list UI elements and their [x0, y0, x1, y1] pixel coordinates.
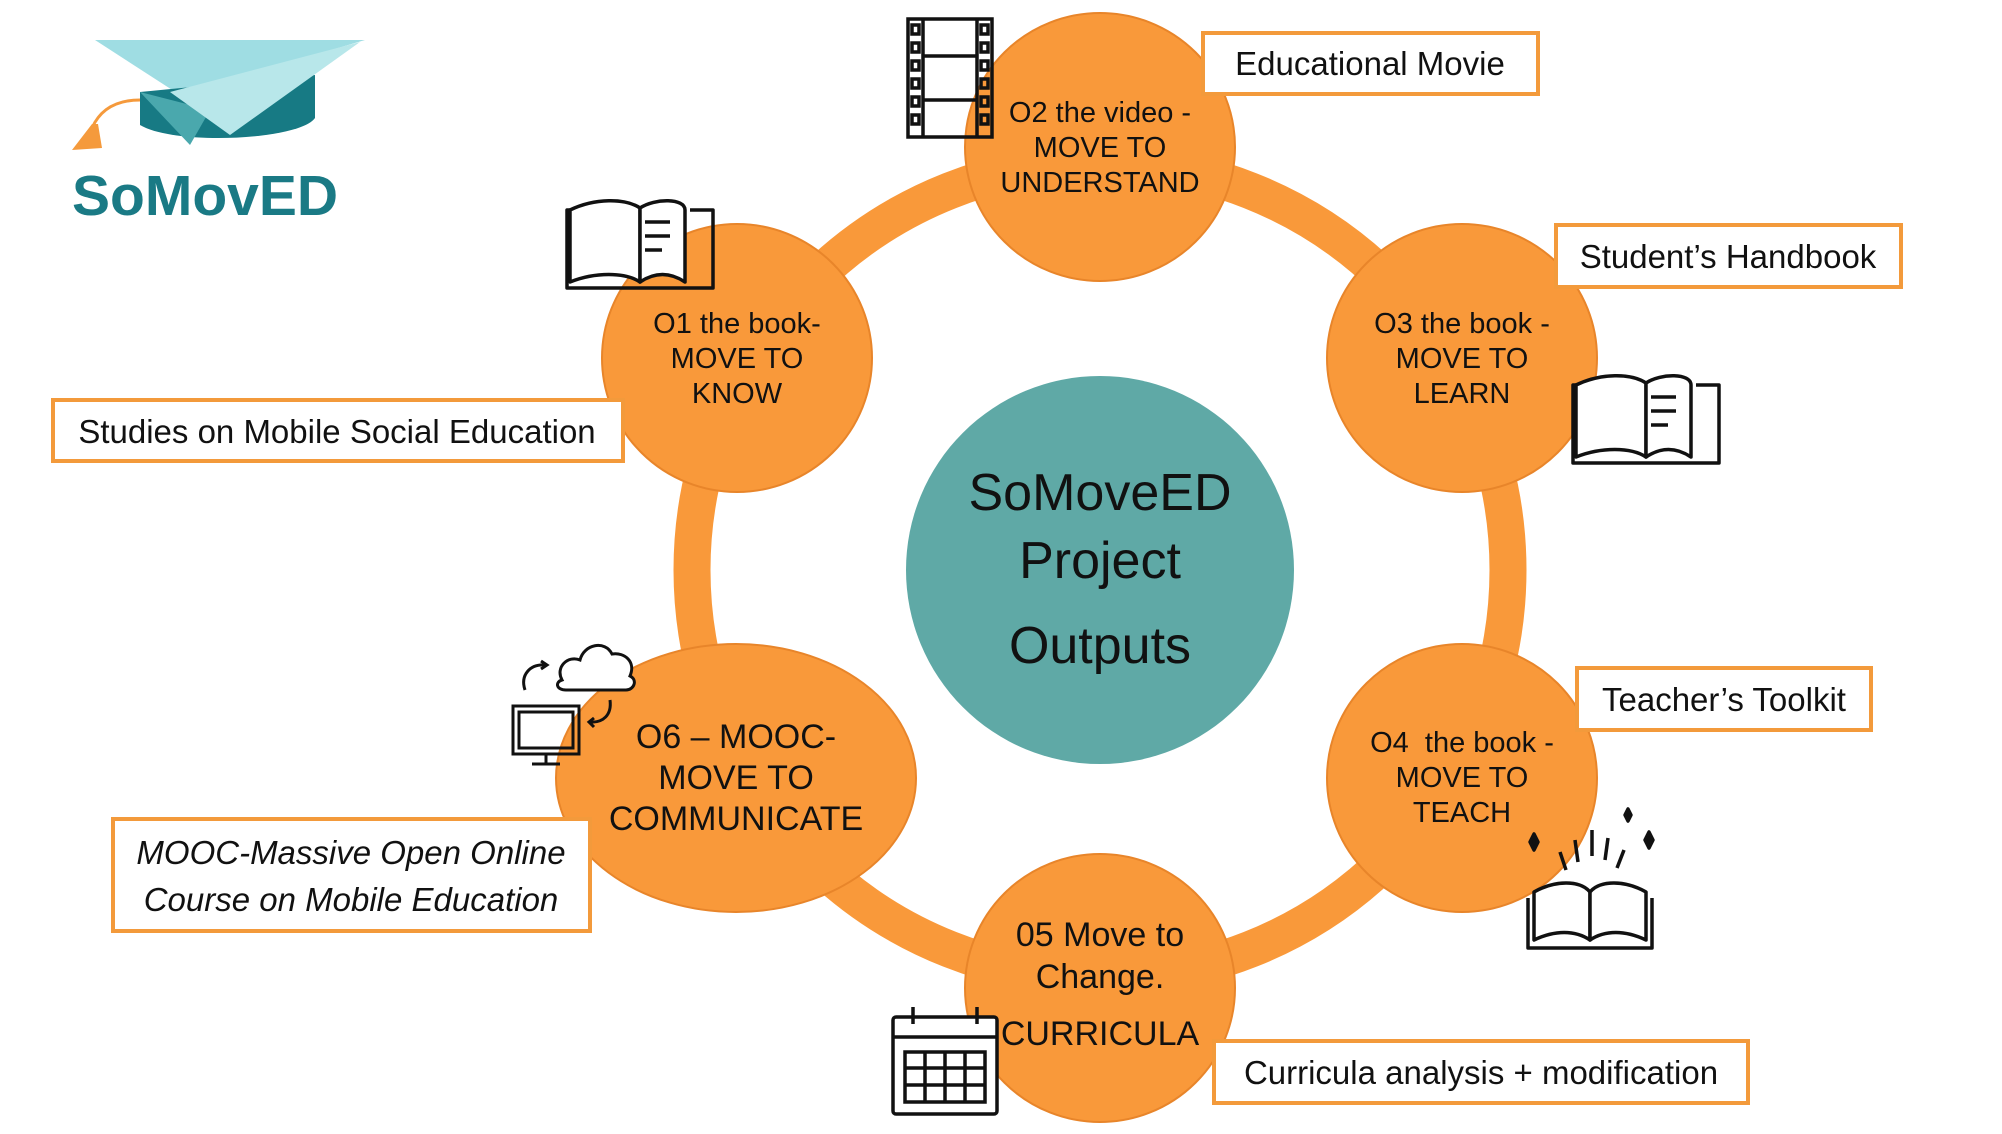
label-box-o5: Curricula analysis + modification — [1212, 1039, 1750, 1105]
output-node-o1: O1 the book- MOVE TO KNOW — [601, 223, 873, 493]
node-o4-line-2: MOVE TO — [1396, 762, 1529, 794]
somoved-logo: SoMovED — [72, 40, 365, 228]
label-box-o2: Educational Movie — [1201, 31, 1540, 96]
node-o3-line-1: O3 the book - — [1374, 308, 1550, 340]
output-node-o4: O4 the book - MOVE TO TEACH — [1326, 643, 1598, 913]
label-box-o3: Student’s Handbook — [1554, 223, 1903, 289]
node-o3-line-2: MOVE TO — [1396, 343, 1529, 375]
label-box-o6: MOOC-Massive Open Online Course on Mobil… — [111, 817, 592, 933]
open-book-icon — [565, 199, 715, 290]
film-strip-icon — [906, 17, 994, 139]
node-o4-line-1: O4 the book - — [1370, 727, 1554, 759]
node-o1-line-1: O1 the book- — [653, 308, 821, 340]
node-o1-line-2: MOVE TO — [671, 343, 804, 375]
node-o6-line-3: COMMUNICATE — [609, 800, 863, 838]
node-o5-line-2: Change. — [1036, 958, 1165, 996]
graduation-cap-plane-icon — [72, 40, 365, 150]
center-title-line-3: Outputs — [1009, 617, 1191, 675]
label-o4-text: Teacher’s Toolkit — [1602, 681, 1846, 718]
label-o6-line-1: MOOC-Massive Open Online — [136, 834, 565, 871]
cloud-computer-icon — [511, 644, 636, 766]
node-o2-line-3: UNDERSTAND — [1000, 167, 1199, 199]
node-o2-line-2: MOVE TO — [1034, 132, 1167, 164]
output-node-o2: O2 the video - MOVE TO UNDERSTAND — [964, 12, 1236, 282]
node-o6-line-2: MOVE TO — [658, 759, 814, 797]
label-o6-line-2: Course on Mobile Education — [144, 881, 559, 918]
label-o1-text: Studies on Mobile Social Education — [78, 413, 595, 450]
svg-text:SoMovED: SoMovED — [72, 164, 338, 228]
node-o2-line-1: O2 the video - — [1009, 97, 1191, 129]
open-book-icon — [1571, 374, 1721, 465]
calendar-icon — [891, 1007, 999, 1116]
node-o5-line-1: 05 Move to — [1016, 916, 1184, 954]
node-o4-line-3: TEACH — [1413, 797, 1511, 829]
logo-text-somov: SoMov — [72, 164, 259, 228]
output-node-o5: 05 Move to Change. CURRICULA — [964, 853, 1236, 1123]
label-box-o1: Studies on Mobile Social Education — [51, 398, 625, 463]
center-hub: SoMoveED Project Outputs — [906, 376, 1294, 764]
label-o2-text: Educational Movie — [1235, 45, 1505, 82]
node-o1-line-3: KNOW — [692, 378, 783, 410]
output-node-o6: O6 – MOOC- MOVE TO COMMUNICATE — [555, 643, 917, 913]
node-o5-line-3: CURRICULA — [1001, 1015, 1200, 1053]
center-title-line-1: SoMoveED — [969, 464, 1232, 522]
label-o5-text: Curricula analysis + modification — [1244, 1054, 1718, 1091]
logo-text-ed: ED — [259, 164, 338, 228]
magic-book-icon — [1526, 807, 1655, 950]
node-o3-line-3: LEARN — [1414, 378, 1511, 410]
node-o6-line-1: O6 – MOOC- — [636, 718, 836, 756]
label-o3-text: Student’s Handbook — [1580, 238, 1877, 275]
center-title-line-2: Project — [1019, 532, 1181, 590]
label-box-o4: Teacher’s Toolkit — [1575, 666, 1873, 732]
output-node-o3: O3 the book - MOVE TO LEARN — [1326, 223, 1598, 493]
